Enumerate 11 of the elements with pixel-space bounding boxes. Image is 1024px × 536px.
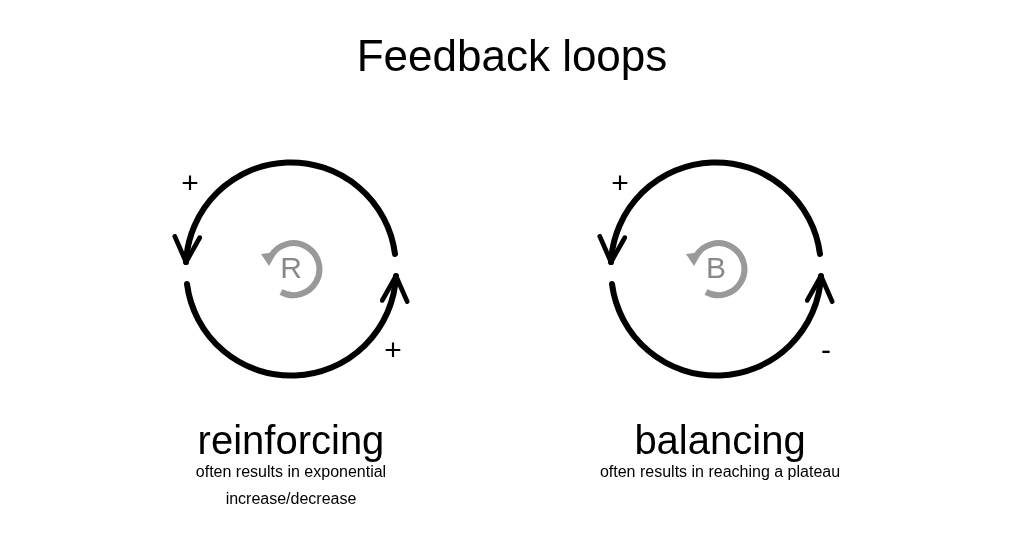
polarity-sign: +	[384, 335, 402, 365]
loop-type-heading: reinforcing	[196, 420, 386, 460]
title: Feedback loops	[356, 34, 668, 78]
loop-letter: B	[706, 253, 726, 283]
loop-description: often results in reaching a plateau	[598, 462, 842, 482]
loop-letter: R	[280, 253, 302, 283]
loop-type-heading: balancing	[633, 420, 807, 460]
polarity-sign: -	[821, 335, 831, 365]
polarity-sign: +	[181, 168, 199, 198]
loop-description: often results in exponential increase/decrease	[194, 462, 388, 509]
polarity-sign: +	[611, 168, 629, 198]
